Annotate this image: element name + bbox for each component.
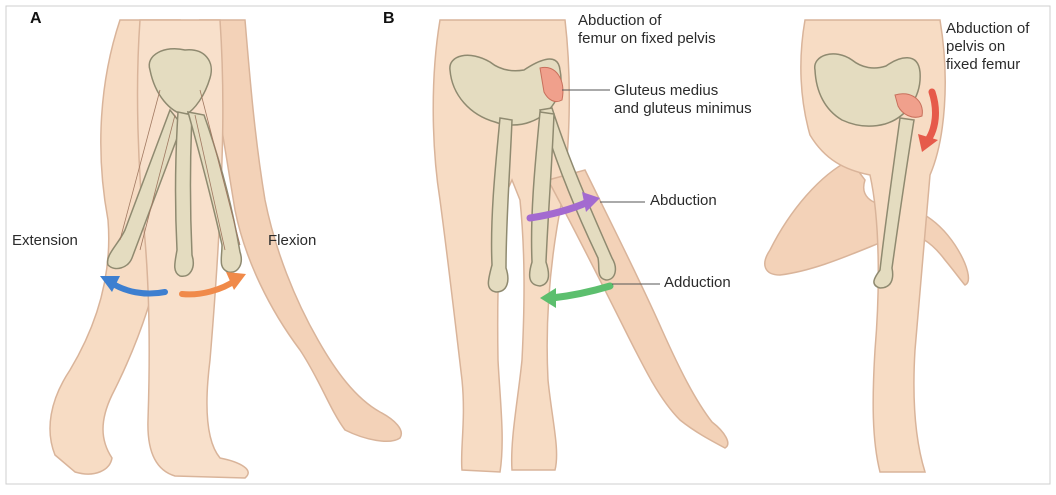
gluteus-line-1: Gluteus medius: [614, 82, 752, 100]
gluteus-label: Gluteus medius and gluteus minimus: [614, 82, 752, 118]
flexion-label: Flexion: [268, 232, 316, 250]
abduction-pelvis-label: Abduction of pelvis on fixed femur: [946, 20, 1029, 74]
abduction-femur-line-1: Abduction of: [578, 12, 716, 30]
femur-neutral: [175, 112, 194, 276]
panel-a-illustration: [50, 20, 401, 478]
abduction-pelvis-line-1: Abduction of: [946, 20, 1029, 38]
gluteus-line-2: and gluteus minimus: [614, 100, 752, 118]
abducted-leg: [548, 170, 728, 448]
abduction-label: Abduction: [650, 192, 717, 210]
raised-leg: [765, 160, 969, 285]
abduction-femur-label: Abduction of femur on fixed pelvis: [578, 12, 716, 48]
adduction-label: Adduction: [664, 274, 731, 292]
panel-label-b: B: [383, 10, 395, 28]
adduction-arrow: [552, 286, 610, 298]
extension-label: Extension: [12, 232, 78, 250]
panel-label-a: A: [30, 10, 42, 28]
pelvis-abduction-illustration: [765, 20, 969, 472]
abduction-femur-line-2: femur on fixed pelvis: [578, 30, 716, 48]
abduction-pelvis-line-3: fixed femur: [946, 56, 1029, 74]
abduction-pelvis-line-2: pelvis on: [946, 38, 1029, 56]
